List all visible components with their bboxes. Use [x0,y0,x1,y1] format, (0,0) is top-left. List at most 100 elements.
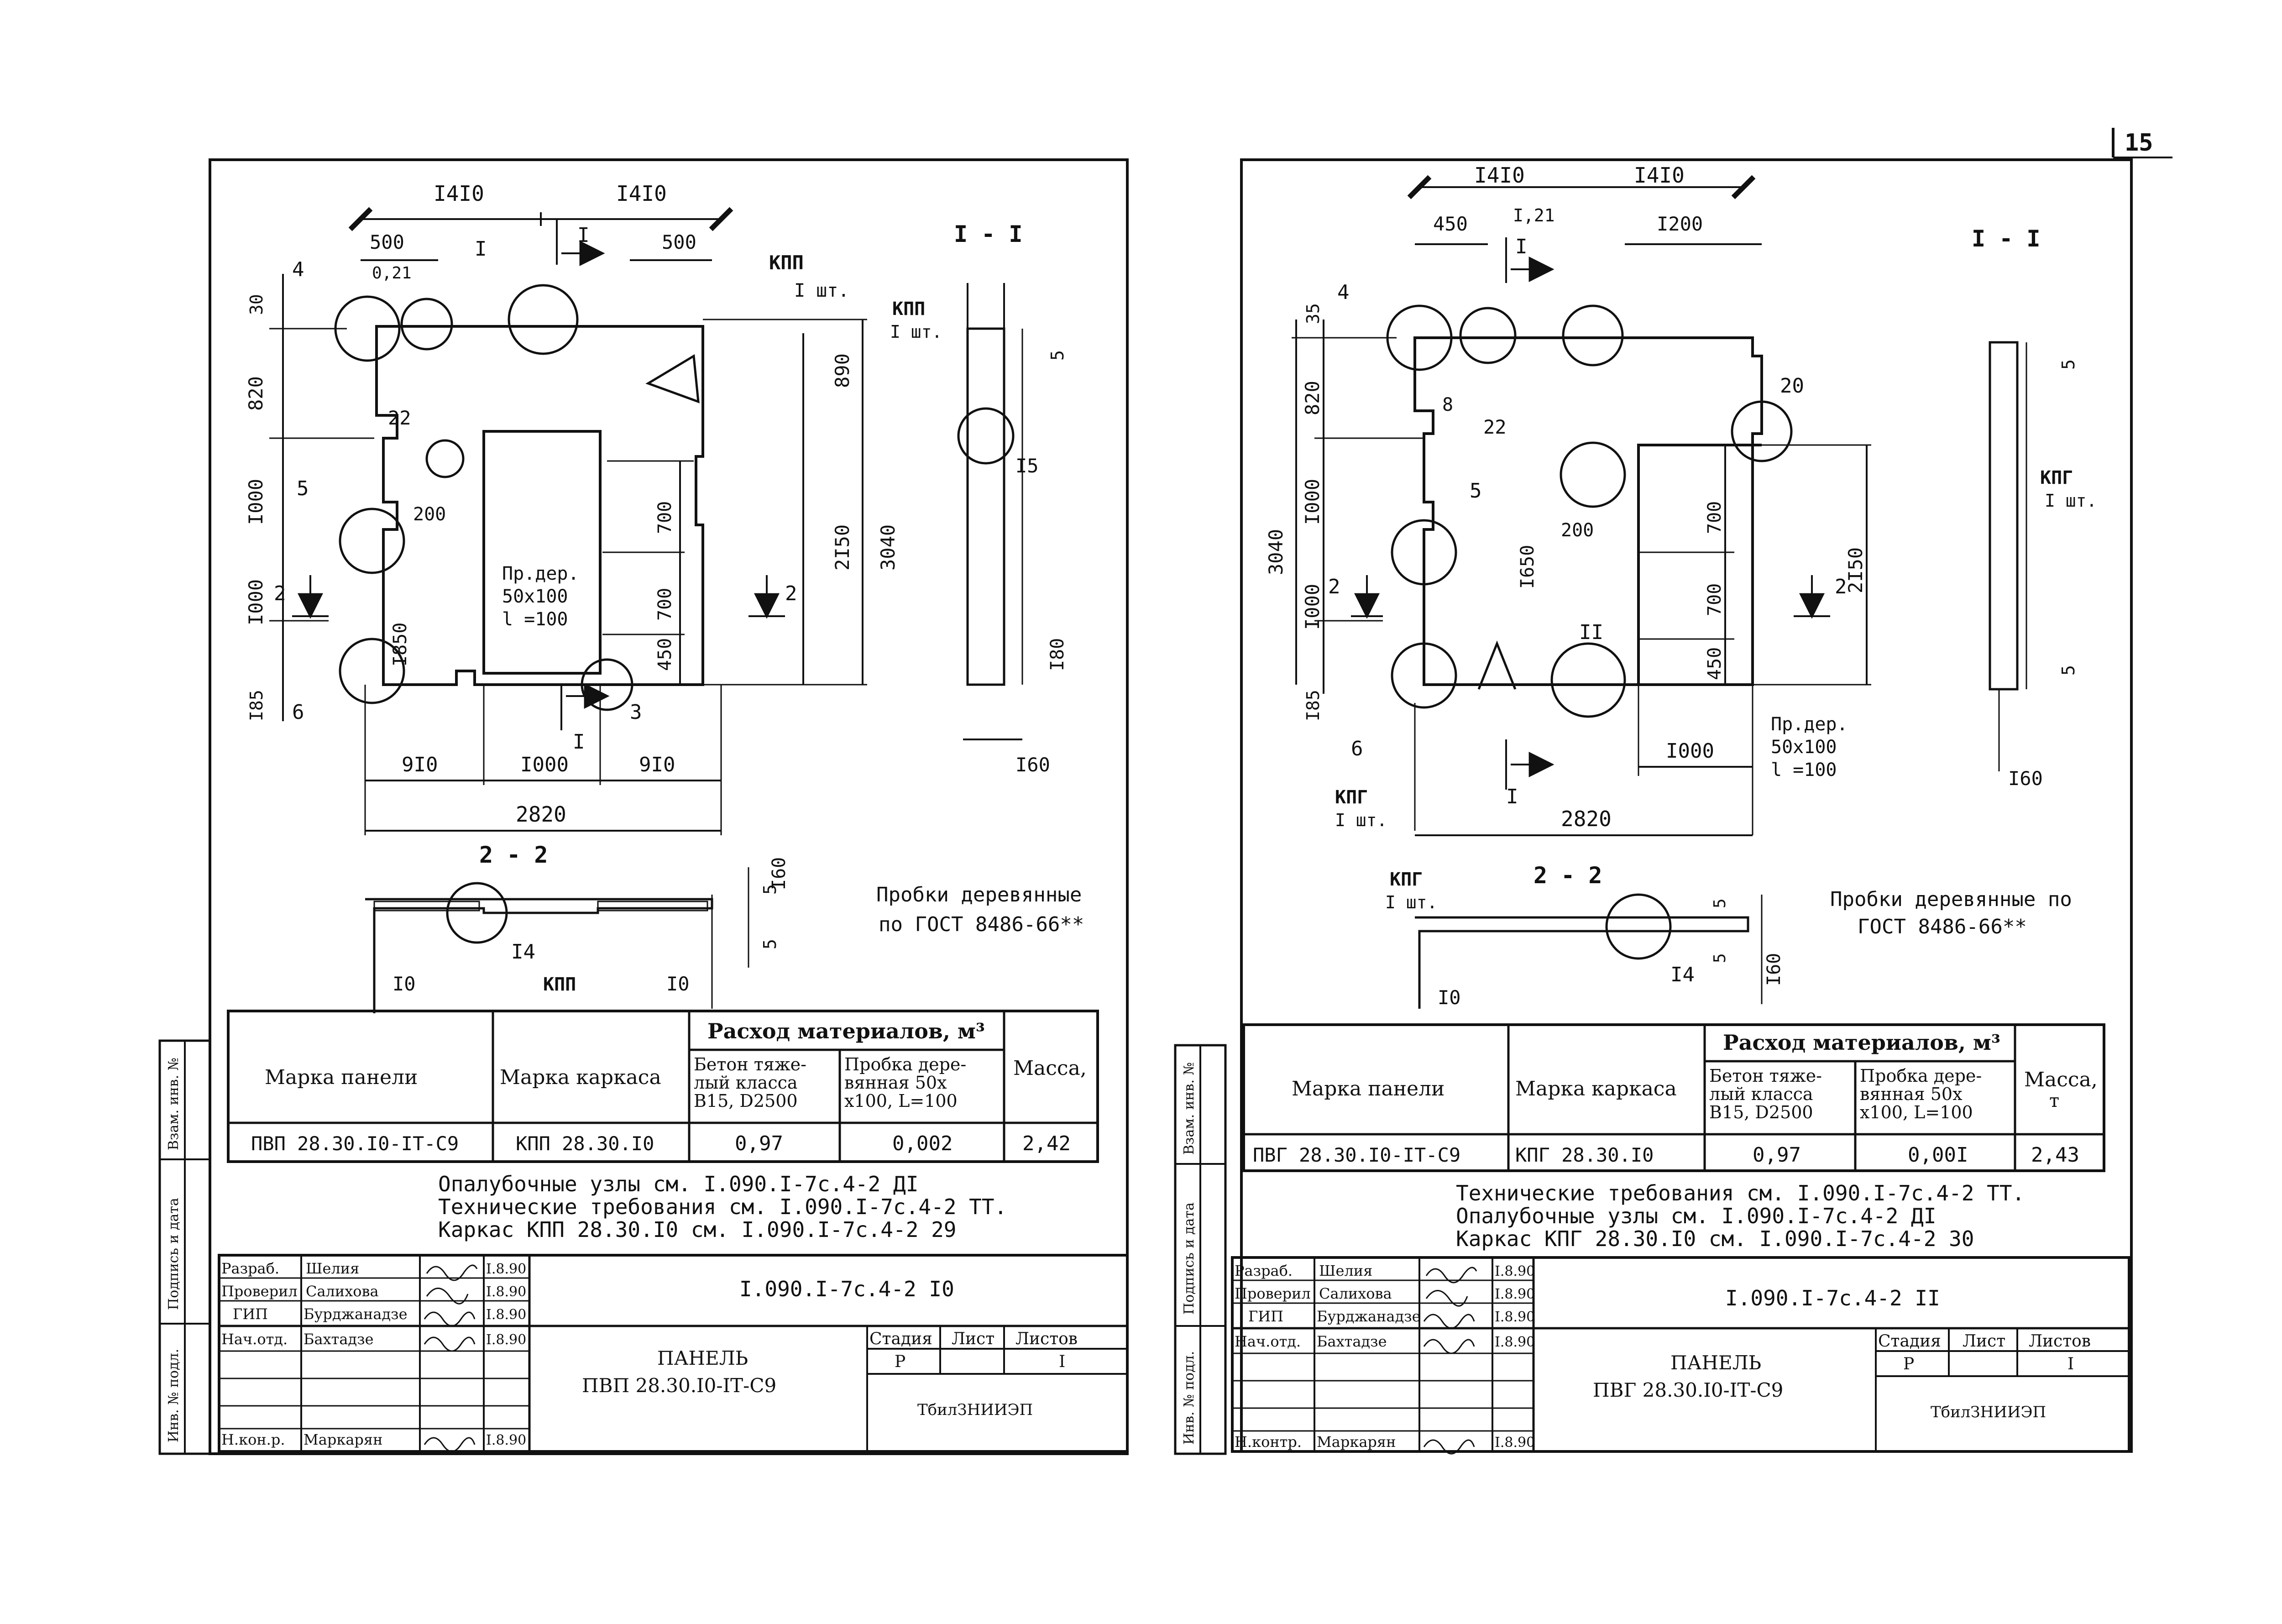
stamp-role-3-2: ГИП [1248,1308,1283,1325]
callout-22-2: 22 [1483,416,1507,438]
section-2-callout-14: I4 [511,940,535,964]
table-cell-concrete: 0,97 [735,1132,783,1155]
table-header-frame: Марка каркаса [500,1066,661,1089]
dim-450: 450 [654,638,675,671]
stamp-role-2-2: Проверил [1235,1285,1311,1302]
dim-021: 0,21 [372,264,412,283]
table-header-mass: Масса, [1013,1057,1087,1080]
table-header-mass-2: Масса, [2024,1068,2098,1091]
dim-820-2: 820 [1301,381,1324,415]
dim-700-b: 700 [654,588,675,621]
dim-1200-2: I200 [1657,213,1703,235]
section-2-kpg-label: КПГ [1390,869,1423,890]
notes-left: Опалубочные узлы см. I.090.I-7с.4-2 ДI Т… [438,1172,1007,1242]
dim-bottom-1000: I000 [520,753,569,776]
callout-cut-top: I [577,224,590,247]
note-line-1-2: Технические требования см. I.090.I-7с.4-… [1456,1181,2025,1205]
dim-500-b: 500 [662,231,696,253]
dim-top-a: I4I0 [434,181,484,206]
stamp-date-4: I.8.90 [486,1332,526,1348]
dim-450b-2: 450 [1704,647,1725,680]
stamp-name-2-2: Салихова [1319,1285,1392,1302]
panel-elevation-left [269,207,867,835]
table-cell-frame: КПП 28.30.I0 [516,1132,654,1155]
dim-top-a-2: I4I0 [1474,163,1525,188]
callout-II-2: II [1579,621,1603,644]
stamp-stage-header-2: Стадия [1878,1332,1941,1351]
dim-1850: I850 [390,623,411,666]
signature-2 [426,1288,469,1304]
stamp-name-4-2: Бахтадзе [1317,1333,1387,1350]
stamp-role-4: Нач.отд. [221,1331,288,1348]
stamp-sheets-value: I [1059,1352,1065,1371]
stamp-organization-2: ТбилЗНИИЭП [1931,1403,2046,1421]
stamp-title-1-2: ПАНЕЛЬ [1670,1352,1761,1374]
section-dim-160: I60 [1015,754,1050,776]
stamp-name-1-2: Шелия [1319,1262,1372,1279]
callout-2-right-2: 2 [1835,575,1847,598]
section-dim-5: 5 [1047,350,1068,361]
dim-bottom-1000-2: I000 [1666,739,1714,763]
side-label-signature: Подпись и дата [166,1198,182,1310]
signature-4 [424,1336,476,1352]
note-line-2-2: Опалубочные узлы см. I.090.I-7с.4-2 ДI [1456,1204,1936,1228]
table-header-wood-1: Пробка дере- [844,1054,966,1074]
stamp-name-3: Бурджанадзе [304,1305,408,1323]
callout-6-2: 6 [1351,737,1363,760]
side-label-inventory: Инв. № подл. [166,1349,182,1442]
stamp-role-1-2: Разраб. [1235,1262,1293,1279]
table-cell-frame-2: КПГ 28.30.I0 [1515,1144,1654,1166]
callout-cut-bottom: I [573,730,585,754]
side-label-inventory-2: Инв. № подл. [1181,1351,1197,1445]
dim-bottom-2820: 2820 [516,802,566,827]
dim-1000-b: I000 [245,579,267,625]
table-header-concrete-1: Бетон тяже- [694,1054,806,1074]
section-2-dim-5b-2: 5 [1711,953,1729,963]
section-dim-160-2: I60 [2008,767,2043,790]
dim-30: 30 [246,294,267,315]
callout-2-right: 2 [785,582,797,605]
stamp-date-7-2: I.8.90 [1495,1435,1535,1451]
signature-4-2 [1423,1339,1475,1354]
wood-note-left: Пробки деревянные по ГОСТ 8486-66** [876,883,1084,936]
signature-1 [426,1264,478,1281]
dim-1650-2: I650 [1517,545,1538,589]
stamp-document-code-2: I.090.I-7с.4-2 II [1725,1286,1940,1310]
section-2-2-title: 2 - 2 [479,842,548,868]
kpg-qty: I шт. [1335,810,1387,830]
dim-bottom-910-a: 9I0 [402,753,438,776]
wood-note-line-2-2: ГОСТ 8486-66** [1858,915,2027,938]
callout-I: I [475,237,487,261]
stamp-date-2: I.8.90 [486,1284,526,1300]
table-header-concrete-2-2: лый класса [1709,1084,1813,1104]
section-2-dim-160: I60 [769,857,790,890]
section-2-kpg-qty: I шт. [1385,892,1437,912]
sheet-right-side-strip: Взам. инв. № Подпись и дата Инв. № подл. [1174,1044,1227,1455]
dim-bottom-2820-2: 2820 [1561,807,1612,831]
wood-note-right: Пробки деревянные по ГОСТ 8486-66** [1830,888,2072,938]
probe-line-3-2: l =100 [1771,760,1837,781]
stamp-name-7: Маркарян [304,1431,382,1448]
section-2-dim-160-2: I60 [1764,953,1785,986]
probe-line-1: Пр.дер. [502,563,579,584]
title-block-left: Разраб. Проверил ГИП Нач.отд. Н.кон.р. Ш… [218,1254,1129,1453]
callout-4: 4 [292,258,304,281]
stamp-sheets-header-2: Листов [2029,1332,2091,1351]
stamp-stage-value: Р [895,1352,905,1371]
callouts-left: 4 I 22 5 2 6 3 2 I I [274,224,797,754]
callout-22: 22 [388,407,411,429]
table-header-concrete-3: В15, D2500 [694,1091,798,1111]
table-cell-wood-2: 0,00I [1908,1143,1968,1167]
window-opening [482,430,602,675]
signature-2-2 [1425,1290,1468,1307]
callout-5: 5 [297,477,309,500]
side-label-replace-2: Взам. инв. № [1181,1062,1197,1155]
stamp-role-2: Проверил [221,1283,298,1300]
callout-4-2: 4 [1337,281,1350,304]
dim-700-a: 700 [654,501,675,534]
kpp-label: КПП [769,251,804,274]
dim-2150: 2I50 [831,524,853,571]
probe-line-2-2: 50x100 [1771,737,1837,758]
section-kpp-label: КПП [892,299,925,320]
